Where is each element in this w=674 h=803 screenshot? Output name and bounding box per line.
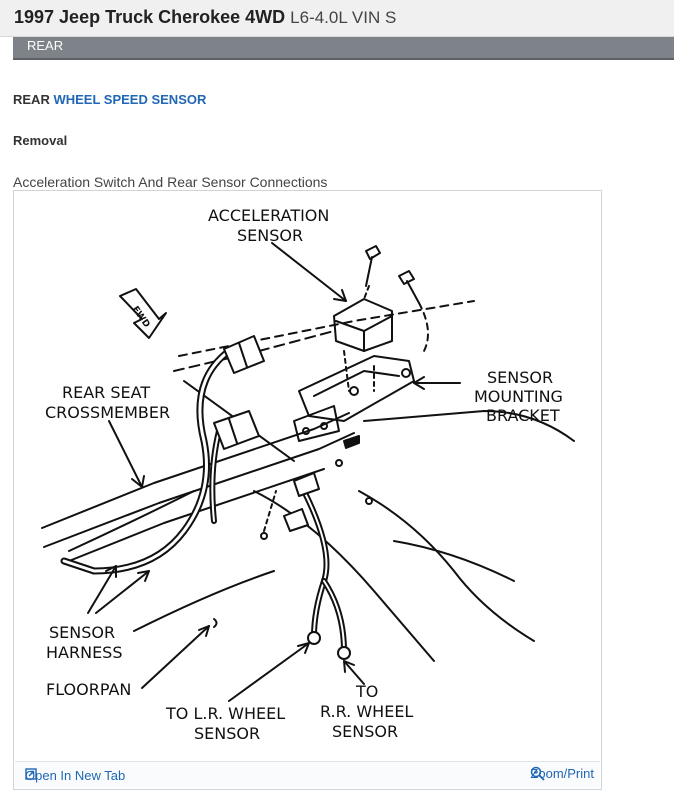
sensor-heading: REAR WHEEL SPEED SENSOR bbox=[13, 92, 206, 107]
label-harness-sensor: SENSOR bbox=[49, 623, 115, 642]
label-sensor: SENSOR bbox=[487, 368, 553, 387]
acceleration-sensor-shape bbox=[333, 298, 393, 352]
figure-caption: Acceleration Switch And Rear Sensor Conn… bbox=[13, 174, 328, 190]
zoom-in-icon bbox=[531, 766, 546, 781]
label-harness: HARNESS bbox=[46, 643, 122, 662]
label-lr-wheel: TO L.R. WHEEL bbox=[165, 704, 285, 723]
label-bracket: BRACKET bbox=[486, 406, 560, 425]
right-rear-wheel-cable bbox=[321, 578, 347, 654]
label-crossmember: CROSSMEMBER bbox=[45, 403, 170, 422]
fwd-arrow-shape bbox=[119, 288, 167, 339]
zoom-print-label: Zoom/Print bbox=[530, 766, 594, 781]
wheel-sensor-diagram: ACCELERATION SENSOR FWD SENSOR MOUNTING … bbox=[41, 206, 575, 743]
accel-leader-line bbox=[271, 242, 347, 302]
figure-footer: Open In New Tab Zoom/Print bbox=[15, 761, 600, 788]
open-in-new-tab-label: Open In New Tab bbox=[25, 768, 126, 783]
vehicle-title: 1997 Jeep Truck Cherokee 4WD bbox=[14, 7, 286, 27]
label-rear-seat: REAR SEAT bbox=[62, 383, 150, 402]
floorpan-leader-line bbox=[141, 625, 210, 689]
heading-prefix: REAR bbox=[13, 92, 50, 107]
label-rr-to: TO bbox=[355, 682, 378, 701]
engine-subtitle: L6-4.0L VIN S bbox=[290, 8, 397, 27]
crossmember-lower-line bbox=[43, 432, 355, 548]
crossmember-edge-line bbox=[41, 412, 350, 529]
diagram-figure: ACCELERATION SENSOR FWD SENSOR MOUNTING … bbox=[13, 190, 602, 790]
open-in-new-tab-button[interactable]: Open In New Tab bbox=[25, 768, 125, 783]
title-bar: 1997 Jeep Truck Cherokee 4WD L6-4.0L VIN… bbox=[0, 0, 674, 37]
label-rr-wheel: R.R. WHEEL bbox=[320, 702, 413, 721]
label-mounting: MOUNTING bbox=[474, 387, 563, 406]
section-label: REAR bbox=[27, 38, 64, 53]
label-rr-sensor: SENSOR bbox=[332, 722, 398, 741]
section-bar: REAR bbox=[13, 37, 674, 60]
wheel-speed-sensor-link[interactable]: WHEEL SPEED SENSOR bbox=[53, 92, 207, 107]
open-in-new-tab-icon bbox=[25, 768, 37, 780]
label-lr-sensor: SENSOR bbox=[194, 724, 260, 743]
removal-heading: Removal bbox=[13, 133, 68, 148]
label-acceleration: ACCELERATION bbox=[208, 206, 329, 225]
zoom-print-button[interactable]: Zoom/Print bbox=[530, 766, 594, 781]
label-floorpan: FLOORPAN bbox=[46, 680, 131, 699]
page-title: 1997 Jeep Truck Cherokee 4WD L6-4.0L VIN… bbox=[14, 7, 396, 28]
label-acceleration-sensor: SENSOR bbox=[237, 226, 303, 245]
crossmember-leader-line bbox=[108, 420, 143, 488]
